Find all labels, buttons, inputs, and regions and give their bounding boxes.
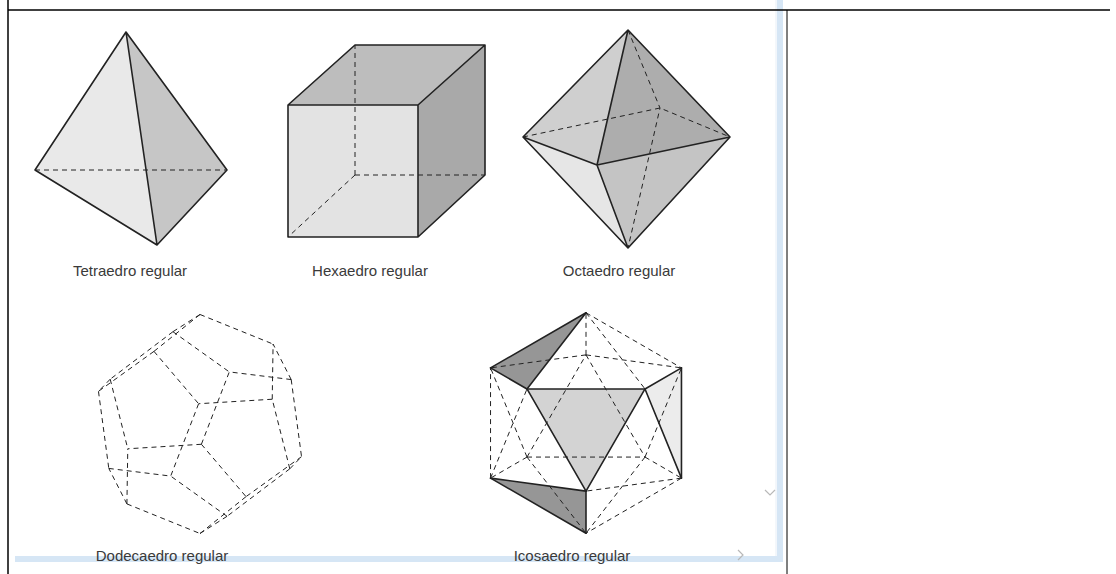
figure-caption: Octaedro regular xyxy=(563,262,676,280)
visible-edge xyxy=(645,368,681,389)
visible-edge xyxy=(491,478,586,533)
icosahedron-figure xyxy=(491,313,682,533)
visible-edge xyxy=(491,478,586,491)
hidden-edge xyxy=(527,457,645,458)
tetrahedron-figure xyxy=(35,32,227,245)
hidden-edge xyxy=(128,444,202,448)
hidden-edge xyxy=(201,372,229,444)
hidden-edge xyxy=(199,399,273,403)
hidden-edge xyxy=(523,30,730,248)
hidden-edge xyxy=(586,313,681,368)
hidden-edge xyxy=(110,332,173,379)
hidden-edge xyxy=(291,380,301,457)
cell-border xyxy=(787,10,788,574)
visible-edge xyxy=(35,32,227,245)
hidden-edge xyxy=(173,314,200,331)
hidden-edge xyxy=(491,355,586,368)
hidden-edge xyxy=(173,332,229,372)
page-frame xyxy=(8,0,1110,574)
hidden-edge xyxy=(272,344,274,399)
hidden-edge xyxy=(126,449,128,504)
octahedron-figure xyxy=(523,30,730,248)
hidden-edge xyxy=(645,457,681,478)
cell-border xyxy=(7,0,9,574)
hidden-edge xyxy=(491,389,527,478)
cube-figure xyxy=(288,45,485,237)
hidden-edge xyxy=(227,469,290,516)
scroll-arrow xyxy=(765,490,775,495)
visible-edge xyxy=(527,389,586,491)
hidden-edge xyxy=(246,457,302,497)
figure-caption: Dodecaedro regular xyxy=(96,547,229,565)
hidden-edge xyxy=(109,468,127,503)
hidden-edge xyxy=(171,404,199,476)
visible-edge xyxy=(527,388,645,390)
dodecahedron-figure xyxy=(98,314,301,533)
visible-edge xyxy=(527,313,586,389)
hidden-edge xyxy=(109,468,171,476)
scroll-arrow xyxy=(738,550,743,560)
hidden-edge xyxy=(527,355,586,457)
hidden-edge xyxy=(586,355,645,457)
hidden-edge xyxy=(35,170,227,171)
hidden-edge xyxy=(229,372,291,380)
hidden-edge xyxy=(98,391,108,468)
hidden-edge xyxy=(527,457,586,533)
visible-edge xyxy=(491,313,586,368)
hidden-edge xyxy=(491,368,527,457)
visible-edge xyxy=(288,45,485,237)
polyhedron-face xyxy=(491,313,587,389)
figure-caption: Icosaedro regular xyxy=(514,547,631,565)
visible-edge xyxy=(585,491,587,533)
hidden-edge xyxy=(586,478,681,533)
hidden-edge xyxy=(490,368,491,478)
cell-border xyxy=(8,9,1110,11)
polyhedron-face xyxy=(288,105,418,237)
window-border xyxy=(776,0,777,556)
hidden-edge xyxy=(171,476,227,516)
hidden-edge xyxy=(200,497,246,534)
hidden-edge xyxy=(272,399,290,469)
polyhedron-face xyxy=(418,45,485,237)
hidden-edge xyxy=(288,45,485,237)
visible-edge xyxy=(491,368,527,389)
hidden-edge xyxy=(491,457,527,478)
hidden-edge xyxy=(586,313,645,389)
hidden-edge xyxy=(110,379,128,449)
figure-caption: Tetraedro regular xyxy=(73,262,187,280)
hidden-edge xyxy=(586,355,681,368)
visible-edge xyxy=(681,368,683,478)
hidden-edge xyxy=(200,314,273,344)
hidden-edge xyxy=(98,351,154,391)
hidden-edge xyxy=(586,478,681,491)
hidden-edge xyxy=(200,516,227,533)
polyhedron-face xyxy=(527,389,645,491)
window-border xyxy=(777,0,783,562)
hidden-edge xyxy=(154,351,199,403)
polyhedron-face xyxy=(645,368,682,478)
polyhedron-face xyxy=(491,478,587,533)
hidden-edge xyxy=(586,457,645,533)
hidden-edge xyxy=(586,313,587,355)
hidden-edge xyxy=(201,444,246,496)
polyhedron-face xyxy=(597,137,730,248)
visible-edge xyxy=(586,389,645,491)
hidden-edge xyxy=(127,504,200,534)
figure-caption: Hexaedro regular xyxy=(312,262,428,280)
hidden-edge xyxy=(154,314,200,351)
hidden-edge xyxy=(645,368,681,457)
visible-edge xyxy=(523,30,730,248)
hidden-edge xyxy=(98,379,110,391)
hidden-edge xyxy=(273,344,291,379)
visible-edge xyxy=(645,389,681,478)
